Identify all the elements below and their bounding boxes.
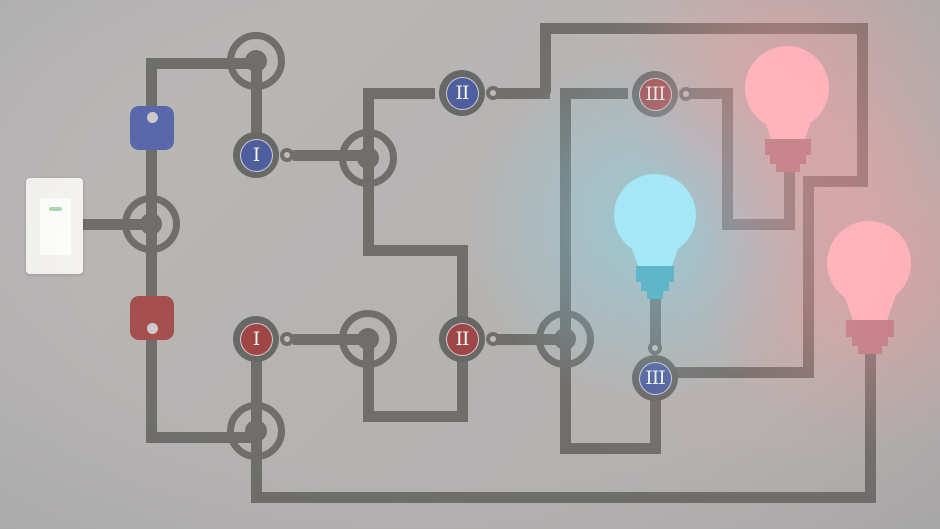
bulb-neck <box>761 110 815 141</box>
gate-switch-red-III[interactable]: III <box>632 71 678 117</box>
wire-segment <box>146 432 256 443</box>
junction-dot <box>245 50 267 72</box>
toggle-dot <box>146 323 158 334</box>
junction-dot <box>357 328 379 350</box>
gate-switch-red-II[interactable]: II <box>439 316 485 362</box>
bulb-base <box>647 291 663 299</box>
gate-connector <box>648 341 662 355</box>
wire-segment <box>293 334 368 345</box>
bulb-base <box>770 155 806 164</box>
wire-segment <box>560 93 571 339</box>
junction-dot <box>357 147 379 169</box>
junction-dot <box>140 213 162 235</box>
gate-connector <box>280 332 294 346</box>
junction-dot <box>245 420 267 442</box>
gate-connector <box>486 332 500 346</box>
junction-node <box>227 402 285 460</box>
bulb-base <box>846 320 894 337</box>
wire-segment <box>672 367 814 378</box>
wire-segment <box>560 88 628 99</box>
gate-face: I <box>239 322 273 356</box>
wire-segment <box>363 411 468 422</box>
junction-node <box>122 195 180 253</box>
toggle-dot <box>146 112 158 123</box>
gate-face: II <box>445 76 479 110</box>
wire-segment <box>363 158 374 255</box>
wire-segment <box>457 245 468 320</box>
wire-segment <box>293 150 368 161</box>
gate-connector <box>280 148 294 162</box>
wire-segment <box>457 360 468 422</box>
wire-segment <box>363 88 435 99</box>
wall-switch[interactable] <box>26 178 83 274</box>
junction-node <box>227 32 285 90</box>
wire-segment <box>722 88 733 229</box>
bulb-base <box>858 346 882 354</box>
bulb-base <box>641 282 669 291</box>
wire-segment <box>251 431 262 503</box>
gate-face: III <box>638 361 672 395</box>
wire-segment <box>857 23 868 186</box>
wall-switch-led <box>49 207 62 211</box>
toggle-square-red[interactable] <box>130 296 174 340</box>
wire-segment <box>80 219 151 230</box>
gate-switch-blue-III[interactable]: III <box>632 355 678 401</box>
wire-segment <box>865 350 876 503</box>
wall-switch-rocker[interactable] <box>40 198 71 255</box>
wire-segment <box>540 28 551 93</box>
wire-segment <box>540 23 868 34</box>
wire-segment <box>363 339 374 422</box>
wire-segment <box>803 176 868 187</box>
wire-segment <box>560 443 660 454</box>
gate-switch-red-I[interactable]: I <box>233 316 279 362</box>
wire-segment <box>251 492 875 503</box>
gate-switch-blue-II[interactable]: II <box>439 70 485 116</box>
wire-segment <box>363 93 374 164</box>
gate-connector <box>679 87 693 101</box>
gate-face: II <box>445 322 479 356</box>
bulb-neck <box>628 238 682 268</box>
wire-segment <box>363 245 468 256</box>
bulb-base <box>852 337 888 346</box>
bulb-base <box>636 266 674 282</box>
bulb-base <box>765 139 811 155</box>
wire-segment <box>146 58 256 69</box>
wire-segment <box>650 398 661 454</box>
wire-segment <box>251 358 262 433</box>
wire-segment <box>803 176 814 377</box>
wire-segment <box>784 166 795 230</box>
junction-node <box>339 310 397 368</box>
wire-segment <box>251 58 262 155</box>
toggle-square-blue[interactable] <box>130 106 174 150</box>
junction-dot <box>554 328 576 350</box>
gate-face: III <box>638 77 672 111</box>
bulb-base <box>776 164 800 172</box>
bulb-neck <box>842 289 898 321</box>
gate-face: I <box>239 138 273 172</box>
junction-node <box>339 129 397 187</box>
gate-connector <box>486 86 500 100</box>
junction-node <box>536 310 594 368</box>
gate-switch-blue-I[interactable]: I <box>233 132 279 178</box>
